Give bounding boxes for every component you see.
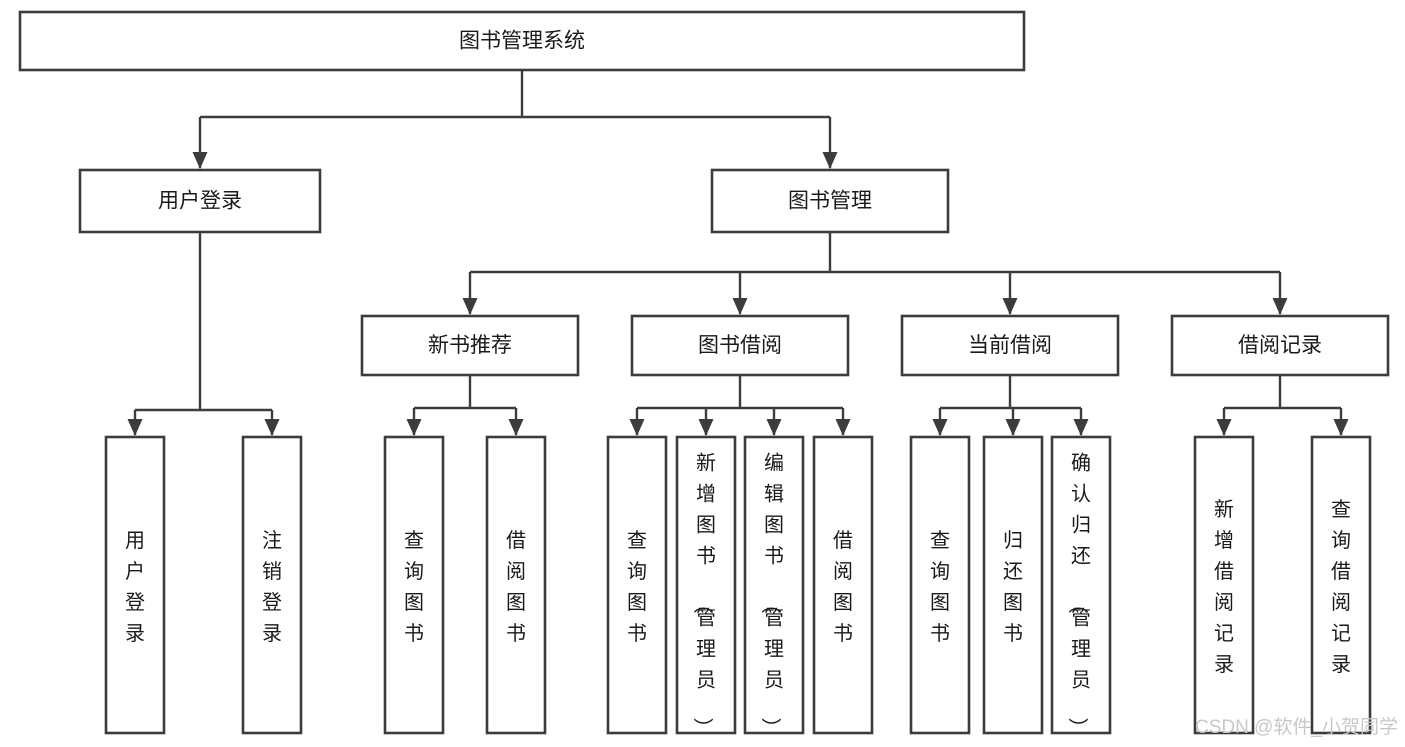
- node-box-leaf-add-book[interactable]: [675, 435, 737, 735]
- node-leaf-query-book-current[interactable]: 查询图书: [909, 435, 971, 735]
- node-user-login[interactable]: 用户登录: [78, 168, 322, 234]
- node-box-user-login[interactable]: [78, 168, 322, 234]
- arrow-head-icon: [127, 419, 143, 436]
- node-current-borrow[interactable]: 当前借阅: [900, 314, 1120, 377]
- arrow-head-icon: [406, 419, 422, 436]
- node-leaf-confirm-return[interactable]: 确认归还（管理员）: [1050, 435, 1112, 738]
- node-label-root: 图书管理系统: [459, 30, 585, 53]
- node-label-leaf-query-book-borrow: 查询图书: [627, 529, 647, 645]
- node-box-leaf-add-borrow-record[interactable]: [1193, 435, 1255, 735]
- arrow-head-icon: [822, 152, 838, 169]
- nodes-layer: 图书管理系统用户登录图书管理新书推荐图书借阅当前借阅借阅记录用户登录注销登录查询…: [18, 10, 1390, 738]
- node-label-new-book-recommend: 新书推荐: [428, 334, 512, 357]
- node-leaf-user-logout[interactable]: 注销登录: [241, 435, 303, 735]
- node-box-leaf-return-book[interactable]: [982, 435, 1044, 735]
- node-leaf-borrow-book-recommend[interactable]: 借阅图书: [485, 435, 547, 735]
- node-box-current-borrow[interactable]: [900, 314, 1120, 377]
- node-root[interactable]: 图书管理系统: [18, 10, 1026, 72]
- arrow-head-icon: [1216, 419, 1232, 436]
- node-leaf-borrow-book[interactable]: 借阅图书: [812, 435, 874, 735]
- node-label-leaf-confirm-return: 确认归还（管理员）: [1066, 452, 1091, 738]
- node-label-user-login: 用户登录: [158, 190, 242, 213]
- node-box-leaf-query-book-current[interactable]: [909, 435, 971, 735]
- node-label-leaf-return-book: 归还图书: [1003, 529, 1023, 645]
- node-label-leaf-add-borrow-record: 新增借阅记录: [1214, 498, 1234, 676]
- arrow-head-icon: [1002, 298, 1018, 315]
- csdn-watermark: CSDN @软件_小贺同学: [1195, 716, 1398, 738]
- arrow-head-icon: [698, 419, 714, 436]
- arrow-head-icon: [766, 419, 782, 436]
- arrow-head-icon: [192, 152, 208, 169]
- node-leaf-query-borrow-record[interactable]: 查询借阅记录: [1310, 435, 1372, 735]
- node-box-book-manage[interactable]: [710, 168, 950, 234]
- node-box-leaf-borrow-book-recommend[interactable]: [485, 435, 547, 735]
- node-label-leaf-query-borrow-record: 查询借阅记录: [1331, 498, 1351, 676]
- arrow-head-icon: [1333, 419, 1349, 436]
- node-leaf-query-book-recommend[interactable]: 查询图书: [383, 435, 445, 735]
- node-book-borrow[interactable]: 图书借阅: [630, 314, 850, 377]
- arrow-head-icon: [932, 419, 948, 436]
- arrow-head-icon: [1005, 419, 1021, 436]
- node-leaf-edit-book[interactable]: 编辑图书（管理员）: [743, 435, 805, 738]
- node-label-current-borrow: 当前借阅: [968, 334, 1052, 357]
- node-label-leaf-add-book: 新增图书（管理员）: [691, 452, 716, 738]
- arrow-head-icon: [508, 419, 524, 436]
- arrow-head-icon: [732, 298, 748, 315]
- node-label-leaf-query-book-recommend: 查询图书: [404, 529, 424, 645]
- node-leaf-user-login[interactable]: 用户登录: [104, 435, 166, 735]
- node-label-book-borrow: 图书借阅: [698, 334, 782, 357]
- connectors-layer: [127, 70, 1349, 436]
- node-leaf-add-book[interactable]: 新增图书（管理员）: [675, 435, 737, 738]
- node-box-new-book-recommend[interactable]: [360, 314, 580, 377]
- arrow-head-icon: [629, 419, 645, 436]
- node-box-leaf-user-login[interactable]: [104, 435, 166, 735]
- node-label-book-manage: 图书管理: [788, 190, 872, 213]
- node-box-leaf-confirm-return[interactable]: [1050, 435, 1112, 735]
- node-new-book-recommend[interactable]: 新书推荐: [360, 314, 580, 377]
- node-borrow-records[interactable]: 借阅记录: [1170, 314, 1390, 377]
- node-box-leaf-borrow-book[interactable]: [812, 435, 874, 735]
- node-label-leaf-user-logout: 注销登录: [262, 529, 282, 645]
- node-label-leaf-edit-book: 编辑图书（管理员）: [759, 452, 784, 738]
- node-label-leaf-user-login: 用户登录: [125, 530, 145, 645]
- arrow-head-icon: [835, 419, 851, 436]
- arrow-head-icon: [264, 419, 280, 436]
- node-label-leaf-borrow-book-recommend: 借阅图书: [506, 529, 526, 645]
- node-box-leaf-query-borrow-record[interactable]: [1310, 435, 1372, 735]
- node-label-leaf-query-book-current: 查询图书: [930, 529, 950, 645]
- node-box-leaf-query-book-borrow[interactable]: [606, 435, 668, 735]
- node-label-borrow-records: 借阅记录: [1238, 334, 1322, 357]
- node-box-book-borrow[interactable]: [630, 314, 850, 377]
- arrow-head-icon: [1272, 298, 1288, 315]
- node-leaf-return-book[interactable]: 归还图书: [982, 435, 1044, 735]
- node-label-leaf-borrow-book: 借阅图书: [833, 529, 853, 645]
- node-box-root[interactable]: [18, 10, 1026, 72]
- node-leaf-add-borrow-record[interactable]: 新增借阅记录: [1193, 435, 1255, 735]
- node-box-leaf-user-logout[interactable]: [241, 435, 303, 735]
- node-book-manage[interactable]: 图书管理: [710, 168, 950, 234]
- node-leaf-query-book-borrow[interactable]: 查询图书: [606, 435, 668, 735]
- arrow-head-icon: [462, 298, 478, 315]
- arrow-head-icon: [1073, 419, 1089, 436]
- node-box-borrow-records[interactable]: [1170, 314, 1390, 377]
- node-box-leaf-edit-book[interactable]: [743, 435, 805, 735]
- node-box-leaf-query-book-recommend[interactable]: [383, 435, 445, 735]
